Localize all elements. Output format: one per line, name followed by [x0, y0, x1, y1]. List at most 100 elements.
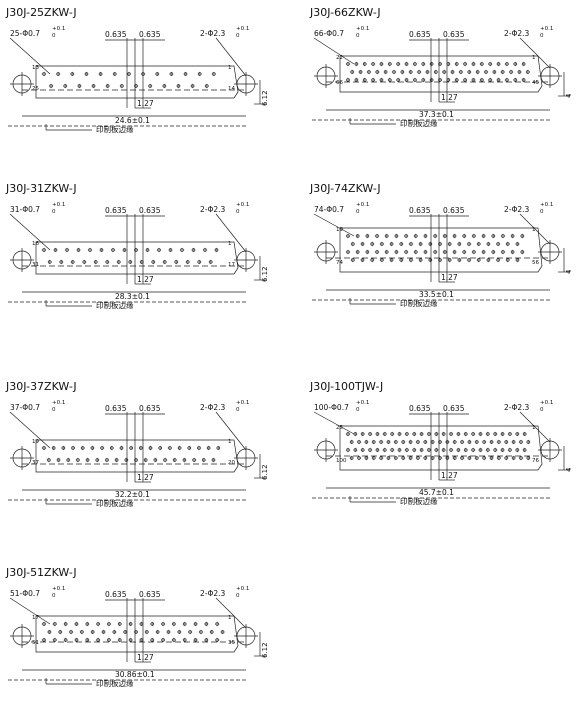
mount-tol-lower: 0 [236, 593, 240, 599]
row-last-first-number: 31 [32, 262, 39, 268]
row-last-first-number: 51 [32, 640, 39, 646]
row-pitch-label: 1.27 [137, 275, 154, 284]
row-last-first-number: 66 [336, 80, 343, 86]
connector-drawing [6, 202, 276, 332]
row1-first-number: 17 [32, 615, 39, 621]
pitch-label-left: 0.635 [409, 404, 431, 413]
shell-outline [36, 616, 238, 652]
connector-drawing [6, 586, 276, 716]
pins-tol-upper: +0.1 [52, 400, 66, 406]
mount-tol-upper: +0.1 [540, 400, 554, 406]
row1-last-number: 1 [228, 241, 232, 247]
shell-outline [36, 440, 238, 472]
row1-first-number: 22 [336, 55, 343, 61]
connector-drawing [6, 400, 276, 530]
span-label: 28.3±0.1 [115, 292, 150, 301]
pins-leader [314, 412, 354, 434]
row-pitch-label: 1.27 [441, 471, 458, 480]
mount-tol-upper: +0.1 [236, 586, 250, 592]
pin-count-label: 31-Φ0.7 [10, 205, 41, 214]
row-last-last-number: 56 [532, 260, 539, 266]
pcb-edge-label: 印制板边缘 [400, 119, 438, 128]
mount-leader [216, 412, 246, 450]
pitch-label-right: 0.635 [139, 404, 161, 413]
pitch-label-left: 0.635 [105, 30, 127, 39]
pitch-label-right: 0.635 [443, 404, 465, 413]
pcb-edge-label: 印制板边缘 [400, 497, 438, 506]
pitch-label-right: 0.635 [443, 30, 465, 39]
row-last-first-number: 37 [32, 460, 39, 466]
pcb-edge-label: 印制板边缘 [96, 125, 134, 134]
row1-first-number: 19 [32, 439, 39, 445]
pin-count-label: 37-Φ0.7 [10, 403, 41, 412]
mount-leader [520, 38, 550, 68]
mount-leader [216, 38, 246, 76]
row1-first-number: 19 [336, 227, 343, 233]
pins-tol-lower: 0 [52, 33, 56, 39]
connector-title: J30J-66ZKW-J [310, 6, 381, 19]
row-pitch-label: 1.27 [137, 473, 154, 482]
connector-title: J30J-25ZKW-J [6, 6, 77, 19]
span-label: 24.6±0.1 [115, 116, 150, 125]
pins-tol-upper: +0.1 [52, 202, 66, 208]
connector-title: J30J-31ZKW-J [6, 182, 77, 195]
row-last-last-number: 45 [532, 80, 539, 86]
depth-label: 4 [565, 269, 573, 274]
row-last-first-number: 25 [32, 86, 39, 92]
connector-drawing [6, 26, 276, 156]
depth-label: 6.12 [261, 464, 269, 480]
pins-leader [10, 38, 50, 74]
span-label: 45.7±0.1 [419, 488, 454, 497]
pitch-label-right: 0.635 [443, 206, 465, 215]
span-label: 33.5±0.1 [419, 290, 454, 299]
pins-tol-lower: 0 [356, 407, 360, 413]
pitch-label-left: 0.635 [409, 206, 431, 215]
pins-tol-upper: +0.1 [356, 400, 370, 406]
pins-tol-lower: 0 [52, 407, 56, 413]
mount-leader [216, 214, 246, 252]
row-pitch-label: 1.27 [441, 93, 458, 102]
connector-title: J30J-51ZKW-J [6, 566, 77, 579]
mount-tol-lower: 0 [540, 407, 544, 413]
row-last-last-number: 14 [228, 86, 235, 92]
row1-first-number: 13 [32, 65, 39, 71]
mount-hole-label: 2-Φ2.3 [200, 589, 226, 598]
connector-title: J30J-37ZKW-J [6, 380, 77, 393]
mount-hole-label: 2-Φ2.3 [504, 403, 530, 412]
row1-last-number: 1 [228, 615, 232, 621]
depth-label: 6.12 [261, 642, 269, 658]
row-pitch-label: 1.27 [441, 273, 458, 282]
pcb-edge-label: 印制板边缘 [400, 299, 438, 308]
pcb-edge-label: 印制板边缘 [96, 679, 134, 688]
pin-count-label: 25-Φ0.7 [10, 29, 41, 38]
mount-hole-label: 2-Φ2.3 [200, 403, 226, 412]
mount-hole-label: 2-Φ2.3 [200, 205, 226, 214]
row1-last-number: 1 [532, 227, 536, 233]
depth-label: 6.12 [261, 90, 269, 106]
row1-last-number: 1 [532, 55, 536, 61]
span-label: 30.86±0.1 [115, 670, 155, 679]
row-last-last-number: 76 [532, 458, 539, 464]
mount-tol-lower: 0 [236, 209, 240, 215]
pins-leader [10, 598, 50, 624]
span-label: 37.3±0.1 [419, 110, 454, 119]
pins-tol-lower: 0 [356, 209, 360, 215]
mount-hole-label: 2-Φ2.3 [504, 29, 530, 38]
mount-tol-upper: +0.1 [236, 26, 250, 32]
mount-tol-lower: 0 [236, 33, 240, 39]
pins-tol-upper: +0.1 [356, 26, 370, 32]
mount-tol-lower: 0 [540, 209, 544, 215]
connector-drawing [310, 400, 580, 530]
pitch-label-left: 0.635 [105, 206, 127, 215]
row1-last-number: 1 [228, 439, 232, 445]
row-last-first-number: 74 [336, 260, 343, 266]
mount-tol-upper: +0.1 [540, 26, 554, 32]
depth-label: 6.12 [261, 266, 269, 282]
row-pitch-label: 1.27 [137, 653, 154, 662]
row-last-last-number: 35 [228, 640, 235, 646]
pins-leader [10, 214, 50, 250]
pins-tol-lower: 0 [52, 593, 56, 599]
